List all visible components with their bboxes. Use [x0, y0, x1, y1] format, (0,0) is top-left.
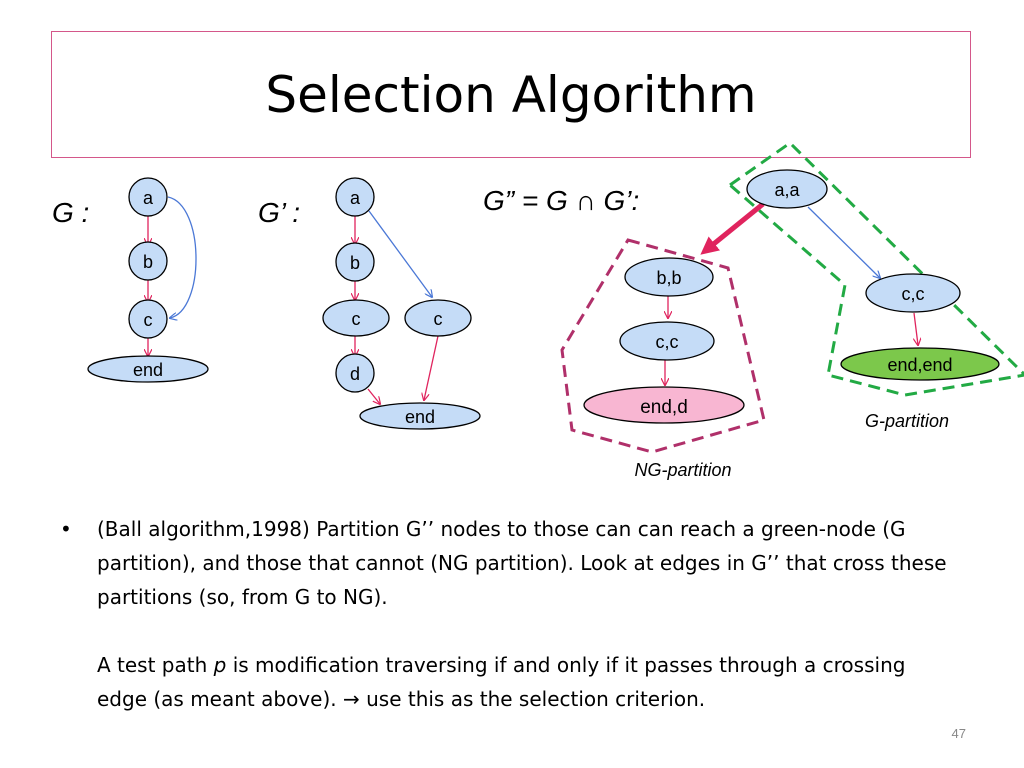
- bullet-point: • (Ball algorithm,1998) Partition G’’ no…: [60, 512, 960, 716]
- node-label: a: [143, 188, 154, 208]
- edge-g-a-c: [167, 196, 197, 318]
- node-label: a: [350, 188, 361, 208]
- node-gd-endd: end,d: [583, 386, 745, 424]
- node-label: b: [143, 252, 153, 272]
- node-gp-end: end: [359, 402, 481, 430]
- bullet-paragraph-1: (Ball algorithm,1998) Partition G’’ node…: [97, 517, 947, 609]
- arrow-icon: →: [342, 687, 360, 711]
- node-label: b,b: [656, 268, 681, 288]
- node-gd-cc: c,c: [619, 321, 715, 361]
- edge-gd-cc2-endend: [914, 312, 918, 345]
- p2-text-start: A test path: [97, 653, 214, 677]
- node-gd-cc2: c,c: [865, 273, 961, 313]
- crossing-edge-arrow: [700, 202, 765, 255]
- node-gp-a: a: [335, 177, 375, 217]
- p2-text-middle: is modification traversing if and only i…: [97, 653, 906, 711]
- node-label: c,c: [655, 332, 678, 352]
- node-label: end: [133, 360, 163, 380]
- node-gp-c1: c: [322, 299, 390, 337]
- node-g-a: a: [128, 177, 168, 217]
- page-number: 47: [951, 726, 966, 741]
- node-gp-b: b: [335, 242, 375, 282]
- node-label: c: [144, 310, 153, 330]
- node-gp-d: d: [335, 353, 375, 393]
- edge-gp-c2-end: [424, 335, 439, 400]
- node-gd-aa: a,a: [746, 169, 828, 209]
- ng-partition-boundary: [560, 238, 766, 454]
- node-gd-bb: b,b: [624, 257, 714, 297]
- ng-partition-label: NG-partition: [634, 460, 731, 480]
- graph-g-prime-label: G’ :: [258, 197, 300, 228]
- p2-variable: p: [213, 653, 227, 677]
- title-box: Selection Algorithm: [51, 31, 971, 158]
- node-gp-c2: c: [404, 299, 472, 337]
- edge-gp-a-c2: [368, 210, 432, 297]
- node-g-c: c: [128, 299, 168, 339]
- node-g-b: b: [128, 241, 168, 281]
- p2-text-end: use this as the selection criterion.: [359, 687, 706, 711]
- node-label: d: [350, 364, 360, 384]
- bullet-marker: •: [60, 517, 72, 541]
- node-label: a,a: [774, 180, 800, 200]
- graph-diagram: G : G’ : G” = G ∩ G’: a b c end: [52, 141, 1024, 480]
- slide-title: Selection Algorithm: [265, 66, 757, 124]
- node-gd-endend: end,end: [840, 347, 1000, 381]
- node-label: b: [350, 253, 360, 273]
- node-label: end,end: [887, 355, 952, 375]
- node-g-end: end: [87, 355, 209, 383]
- edge-gp-d-end: [367, 388, 380, 404]
- graph-g-label: G :: [52, 197, 89, 228]
- graph-g-double-label: G” = G ∩ G’:: [483, 185, 639, 216]
- g-partition-label: G-partition: [865, 411, 949, 431]
- node-label: c: [434, 309, 443, 329]
- node-label: end,d: [640, 397, 688, 418]
- edge-gd-aa-cc2: [807, 206, 880, 278]
- node-label: end: [405, 407, 435, 427]
- node-label: c,c: [901, 284, 924, 304]
- node-label: c: [352, 309, 361, 329]
- bullet-paragraph-2: A test path p is modification traversing…: [97, 648, 960, 716]
